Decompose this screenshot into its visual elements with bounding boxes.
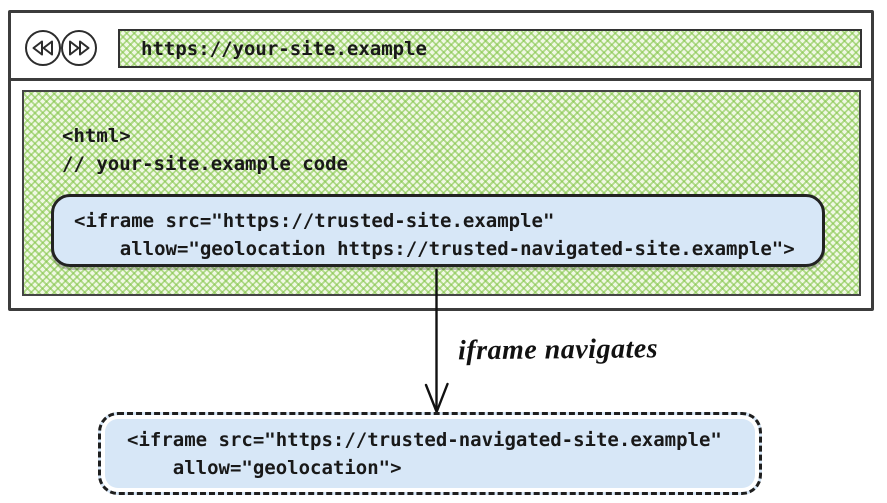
forward-button [61, 30, 97, 66]
arrow-label: iframe navigates [457, 333, 659, 367]
trusted-iframe-allow-line: allow="geolocation https://trusted-navig… [74, 238, 795, 260]
address-url: https://your-site.example [141, 37, 427, 60]
navigated-iframe-box: <iframe src="https://trusted-navigated-s… [98, 412, 762, 495]
browser-topbar: https://your-site.example [11, 13, 871, 81]
page-content-surface: <html> // your-site.example code <iframe… [22, 90, 861, 296]
navigated-iframe-allow-line: allow="geolocation"> [127, 457, 402, 479]
rewind-icon [31, 39, 55, 57]
trusted-iframe-src-line: <iframe src="https://trusted-site.exampl… [74, 210, 555, 232]
browser-window: https://your-site.example <html> // your… [8, 10, 874, 311]
navigated-iframe-src-line: <iframe src="https://trusted-navigated-s… [127, 429, 722, 451]
page-code-line-comment: // your-site.example code [62, 153, 348, 175]
trusted-iframe-box: <iframe src="https://trusted-site.exampl… [51, 194, 825, 267]
back-button [25, 30, 61, 66]
fast-forward-icon [67, 39, 91, 57]
page-code-block: <html> // your-site.example code [62, 122, 348, 178]
address-bar: https://your-site.example [118, 29, 862, 68]
page-code-line-html: <html> [62, 125, 131, 147]
